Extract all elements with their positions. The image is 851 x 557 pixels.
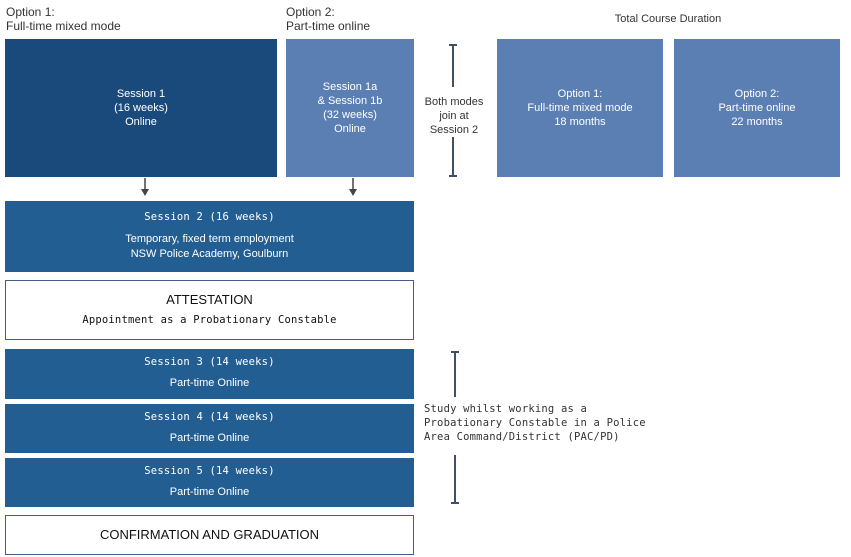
session5-mode: Part-time Online — [169, 486, 250, 498]
attestation-box: ATTESTATION Appointment as a Probationar… — [5, 280, 414, 340]
duration-option2-mode: Part-time online — [718, 102, 796, 114]
work-bracket-bottom-cap — [451, 502, 459, 504]
session2-details: Temporary, fixed term employment NSW Pol… — [5, 232, 414, 262]
attestation-subtitle: Appointment as a Probationary Constable — [82, 314, 337, 326]
option2-header: Option 2: Part-time online — [286, 5, 370, 33]
work-bracket-bottom — [454, 455, 456, 504]
session1ab-title-2: & Session 1b — [317, 95, 383, 107]
session1ab-weeks: (32 weeks) — [323, 109, 377, 121]
join-bracket-bottom-cap — [449, 175, 457, 177]
session5-box: Session 5 (14 weeks) Part-time Online — [5, 458, 414, 507]
session1ab-title: Session 1a — [322, 81, 378, 93]
session4-box: Session 4 (14 weeks) Part-time Online — [5, 404, 414, 453]
duration-option1-box: Option 1: Full-time mixed mode 18 months — [497, 39, 663, 177]
join-note-line1: Both modes — [424, 96, 484, 108]
work-note-line3: Area Command/District (PAC/PD) — [424, 431, 620, 443]
work-note: Study whilst working as a Probationary C… — [424, 402, 646, 444]
session3-box: Session 3 (14 weeks) Part-time Online — [5, 349, 414, 399]
join-bracket-bottom — [452, 137, 454, 177]
session1-weeks: (16 weeks) — [114, 102, 168, 114]
session2-line2: NSW Police Academy, Goulburn — [130, 248, 289, 260]
join-note-line3: Session 2 — [429, 124, 479, 136]
join-note-line2: join at — [439, 110, 469, 122]
duration-option1-months: 18 months — [554, 116, 606, 128]
graduation-box: CONFIRMATION AND GRADUATION — [5, 515, 414, 555]
session1-box: Session 1 (16 weeks) Online — [5, 39, 277, 177]
attestation-title: ATTESTATION — [166, 292, 253, 307]
work-bracket-top — [454, 351, 456, 397]
duration-option1-label: Option 1: — [557, 88, 603, 100]
duration-option2-months: 22 months — [731, 116, 783, 128]
session2-title: Session 2 (16 weeks) — [144, 211, 275, 223]
option1-header: Option 1: Full-time mixed mode — [6, 5, 121, 33]
arrow-down-icon — [141, 178, 149, 196]
join-note: Both modes join at Session 2 — [417, 95, 491, 137]
session3-title: Session 3 (14 weeks) — [144, 356, 275, 368]
arrow-down-icon — [349, 178, 357, 196]
session2-line1: Temporary, fixed term employment — [125, 233, 294, 245]
session1-title: Session 1 — [116, 88, 166, 100]
session4-mode: Part-time Online — [169, 432, 250, 444]
session1ab-box: Session 1a & Session 1b (32 weeks) Onlin… — [286, 39, 414, 177]
duration-option1-mode: Full-time mixed mode — [527, 102, 633, 114]
session2-box: Session 2 (16 weeks) Temporary, fixed te… — [5, 201, 414, 272]
join-bracket-top — [452, 44, 454, 87]
graduation-title: CONFIRMATION AND GRADUATION — [99, 527, 320, 542]
duration-option2-box: Option 2: Part-time online 22 months — [674, 39, 840, 177]
session1ab-mode: Online — [334, 123, 366, 135]
work-note-line2: Probationary Constable in a Police — [424, 417, 646, 429]
session5-title: Session 5 (14 weeks) — [144, 465, 275, 477]
work-note-line1: Study whilst working as a — [424, 403, 588, 415]
total-duration-header: Total Course Duration — [614, 13, 722, 25]
option2-header-label: Option 2: — [286, 5, 335, 19]
session4-title: Session 4 (14 weeks) — [144, 411, 275, 423]
session1-mode: Online — [125, 116, 157, 128]
option1-header-label: Option 1: — [6, 5, 55, 19]
option2-header-mode: Part-time online — [286, 19, 371, 33]
duration-option2-label: Option 2: — [734, 88, 780, 100]
session3-mode: Part-time Online — [169, 377, 250, 389]
option1-header-mode: Full-time mixed mode — [6, 19, 121, 33]
